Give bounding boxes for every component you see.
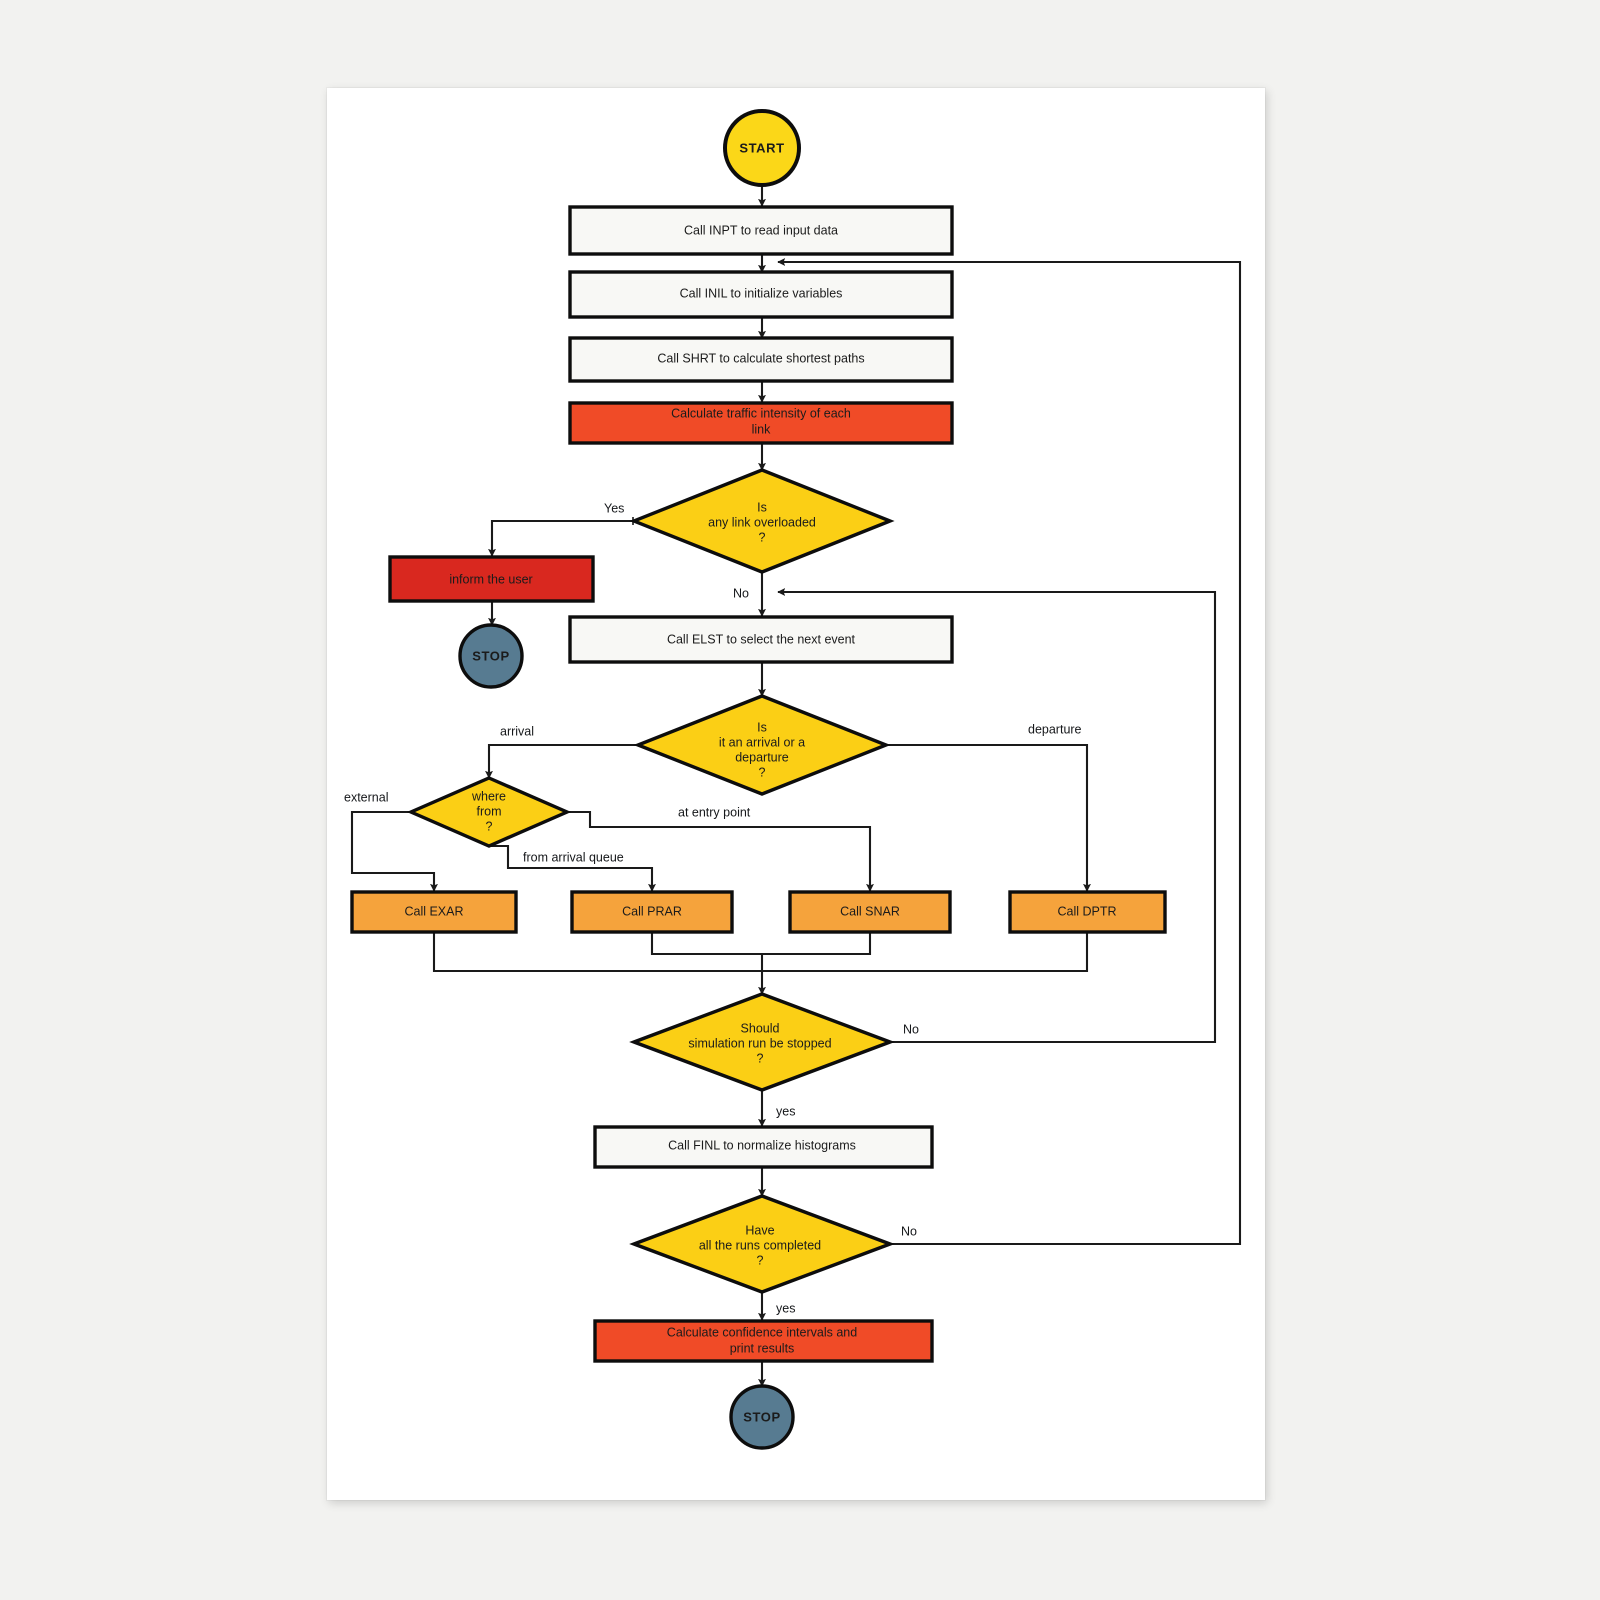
edge-label-at-entry-point: at entry point [678, 805, 751, 819]
edge-exar-dptr-merge-rail [432, 932, 1089, 973]
edge-labels: Yes No arrival departure external at ent… [344, 501, 1082, 1315]
edge-label-overload-yes: Yes [604, 501, 624, 515]
node-call-inpt-label: Call INPT to read input data [684, 223, 838, 237]
node-stop-final[interactable]: STOP [729, 1384, 795, 1450]
node-call-finl[interactable]: Call FINL to normalize histograms [593, 1125, 934, 1169]
node-inform-the-user-label: inform the user [449, 572, 532, 586]
node-decision-should-simulation-stop[interactable]: Should simulation run be stopped ? [629, 992, 895, 1092]
node-call-elst[interactable]: Call ELST to select the next event [568, 615, 954, 664]
node-decision-link-overloaded-line3: ? [759, 530, 766, 544]
edge-label-arrival: arrival [500, 724, 534, 738]
node-decision-should-simulation-stop-line3: ? [757, 1051, 764, 1065]
node-call-finl-label: Call FINL to normalize histograms [668, 1138, 856, 1152]
edge-label-external: external [344, 790, 388, 804]
node-decision-should-simulation-stop-line1: Should [741, 1021, 780, 1035]
node-decision-runs-completed-line3: ? [757, 1253, 764, 1267]
node-decision-where-from-line1: where [471, 789, 506, 803]
edge-label-from-arrival-queue: from arrival queue [523, 850, 624, 864]
node-inform-the-user[interactable]: inform the user [388, 555, 595, 603]
node-start[interactable]: START [723, 109, 801, 187]
node-call-dptr-label: Call DPTR [1057, 904, 1116, 918]
node-calculate-traffic-intensity-label-line1: Calculate traffic intensity of each [671, 406, 851, 420]
node-decision-arrival-or-departure-line4: ? [759, 765, 766, 779]
node-call-snar[interactable]: Call SNAR [788, 890, 952, 934]
node-decision-link-overloaded[interactable]: Is any link overloaded ? [629, 468, 895, 574]
node-call-prar[interactable]: Call PRAR [570, 890, 734, 934]
node-call-prar-label: Call PRAR [622, 904, 682, 918]
node-call-inil[interactable]: Call INIL to initialize variables [568, 270, 954, 319]
edge-label-departure: departure [1028, 722, 1082, 736]
node-decision-runs-completed-line1: Have [745, 1223, 774, 1237]
node-decision-arrival-or-departure[interactable]: Is it an arrival or a departure ? [633, 694, 891, 796]
edge-wherefrom-queue-to-prar [489, 844, 656, 892]
edge-label-shouldstop-no: No [903, 1022, 919, 1036]
node-calculate-traffic-intensity[interactable]: Calculate traffic intensity of each link [568, 401, 954, 445]
edge-wherefrom-external-to-exar [350, 810, 438, 892]
edge-runsdone-no-to-inil [777, 258, 1242, 1246]
node-call-inpt[interactable]: Call INPT to read input data [568, 205, 954, 256]
edge-shouldstop-no-to-elst [777, 588, 1217, 1044]
node-call-elst-label: Call ELST to select the next event [667, 632, 856, 646]
node-calculate-confidence-intervals-line2: print results [730, 1341, 795, 1355]
node-decision-where-from-line3: ? [486, 819, 493, 833]
node-call-snar-label: Call SNAR [840, 904, 900, 918]
edge-overload-yes-to-inform [488, 517, 634, 557]
edge-label-runsdone-yes: yes [776, 1301, 795, 1315]
node-call-shrt[interactable]: Call SHRT to calculate shortest paths [568, 336, 954, 383]
node-call-dptr[interactable]: Call DPTR [1008, 890, 1167, 934]
node-decision-runs-completed[interactable]: Have all the runs completed ? [629, 1194, 895, 1294]
edge-wherefrom-entry-to-snar [567, 810, 874, 892]
edge-label-runsdone-no: No [901, 1224, 917, 1238]
node-call-exar[interactable]: Call EXAR [350, 890, 518, 934]
node-stop-after-inform-label: STOP [472, 648, 510, 663]
node-decision-link-overloaded-line1: Is [757, 500, 767, 514]
edge-prar-snar-merge-rail [650, 932, 872, 956]
node-decision-where-from-line2: from [477, 804, 502, 818]
node-call-inil-label: Call INIL to initialize variables [680, 286, 843, 300]
node-decision-should-simulation-stop-line2: simulation run be stopped [688, 1036, 831, 1050]
node-call-shrt-label: Call SHRT to calculate shortest paths [657, 351, 864, 365]
edge-arrdep-departure-to-dptr [885, 743, 1091, 892]
edge-arrdep-arrival-to-wherefrom [485, 743, 639, 779]
node-calculate-traffic-intensity-label-line2: link [752, 422, 772, 436]
node-decision-arrival-or-departure-line1: Is [757, 720, 767, 734]
flow-connectors [350, 186, 1242, 1387]
node-stop-final-label: STOP [743, 1409, 781, 1424]
node-decision-runs-completed-line2: all the runs completed [699, 1238, 821, 1252]
node-decision-where-from[interactable]: where from ? [406, 776, 572, 848]
node-decision-arrival-or-departure-line3: departure [735, 750, 789, 764]
edge-label-overload-no: No [733, 586, 749, 600]
node-calculate-confidence-intervals-line1: Calculate confidence intervals and [667, 1325, 857, 1339]
node-decision-link-overloaded-line2: any link overloaded [708, 515, 816, 529]
edge-label-shouldstop-yes: yes [776, 1104, 795, 1118]
node-call-exar-label: Call EXAR [404, 904, 463, 918]
node-decision-arrival-or-departure-line2: it an arrival or a [719, 735, 805, 749]
node-stop-after-inform[interactable]: STOP [458, 623, 524, 689]
node-start-label: START [739, 140, 784, 155]
node-calculate-confidence-intervals[interactable]: Calculate confidence intervals and print… [593, 1319, 934, 1363]
